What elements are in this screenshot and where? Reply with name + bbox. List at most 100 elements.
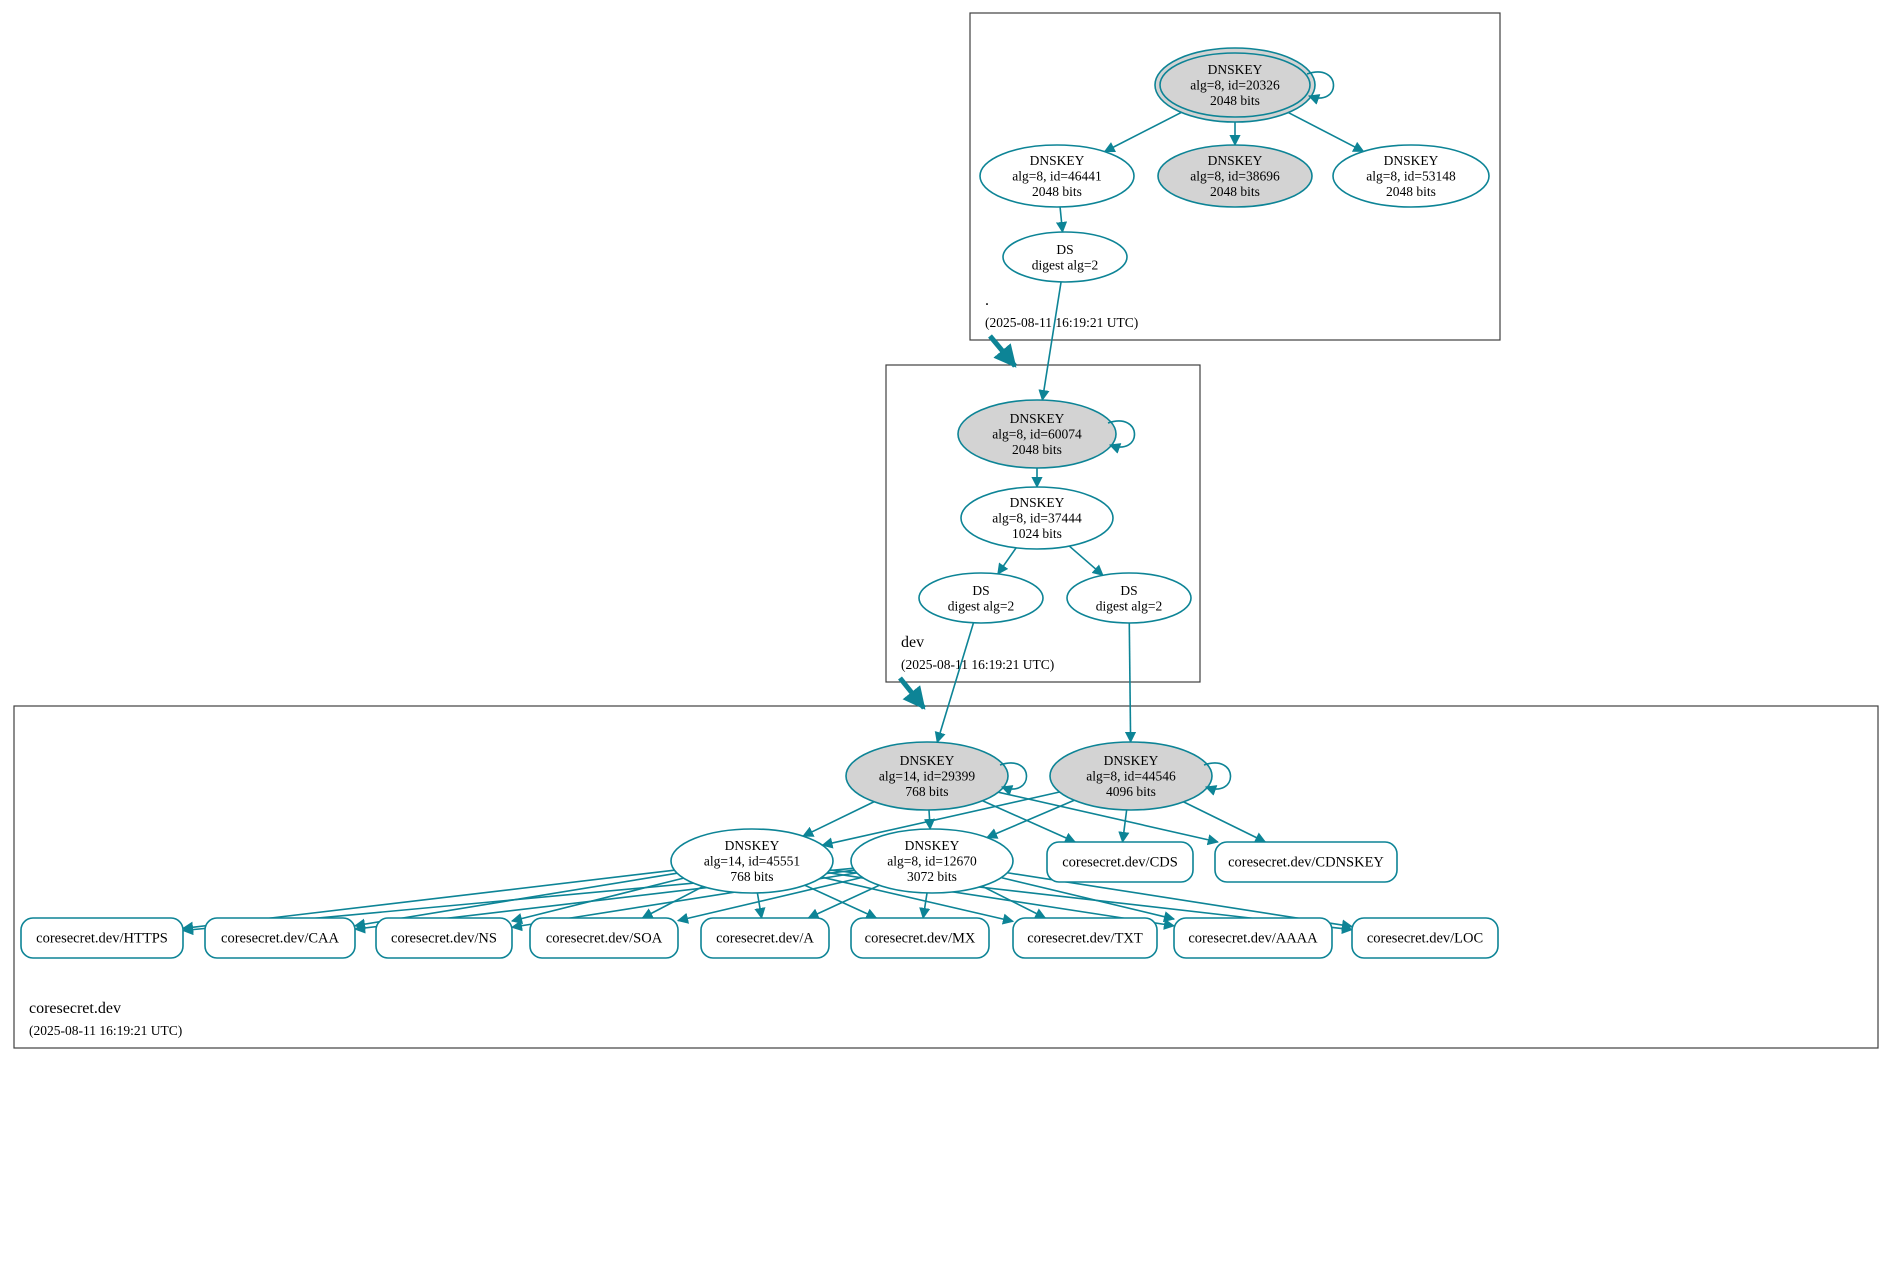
self-signature-loop	[1203, 762, 1232, 796]
node-label-line: alg=14, id=45551	[704, 854, 800, 869]
node-label-line: DNSKEY	[1030, 153, 1085, 168]
node-label-line: coresecret.dev/SOA	[546, 931, 663, 947]
node-label-line: alg=8, id=38696	[1190, 169, 1280, 184]
node-label-line: coresecret.dev/CDNSKEY	[1228, 855, 1384, 871]
node-label-line: 4096 bits	[1106, 784, 1156, 799]
node-ellipse-inner	[1159, 52, 1311, 118]
node-label-line: alg=8, id=37444	[992, 511, 1082, 526]
node-ellipse	[670, 828, 834, 894]
edge-cs-zsk-45551-to-rrset-a	[754, 892, 766, 920]
node-label-line: alg=8, id=60074	[992, 427, 1082, 442]
edge-cs-zsk-12670-to-rrset-mx	[919, 892, 931, 920]
zone-box-root	[969, 12, 1501, 341]
edge-cs-ksk-29399-to-cs-zsk-45551	[802, 801, 875, 837]
node-label-line: DNSKEY	[1208, 153, 1263, 168]
rrset-box	[204, 917, 356, 959]
edge-root-ksk-20326-to-root-dnskey-53148	[1287, 111, 1365, 153]
node-label-line: coresecret.dev/TXT	[1027, 931, 1143, 947]
self-signature-loop	[1306, 71, 1335, 105]
node-label-line: coresecret.dev/HTTPS	[36, 931, 168, 947]
node-label-line: DNSKEY	[1010, 411, 1065, 426]
zone-label-dev: dev	[901, 634, 924, 651]
node-label-line: 2048 bits	[1386, 184, 1436, 199]
node-label-line: alg=14, id=29399	[879, 769, 975, 784]
edge-dev-ds-2-to-cs-ksk-44546	[1124, 622, 1137, 744]
node-label-line: coresecret.dev/MX	[865, 931, 976, 947]
node-label-line: 768 bits	[730, 869, 773, 884]
rrset-box	[20, 917, 184, 959]
edge-cs-ksk-29399-to-rrset-cdnskey	[998, 791, 1219, 846]
node-label-line: 2048 bits	[1032, 184, 1082, 199]
node-label-line: coresecret.dev/A	[716, 931, 814, 947]
edge-root-ksk-20326-to-root-zsk-46441	[1103, 111, 1182, 153]
node-label-line: 2048 bits	[1012, 442, 1062, 457]
edge-cs-zsk-12670-to-rrset-soa	[676, 876, 863, 924]
node-label-line: alg=8, id=20326	[1190, 78, 1280, 93]
edge-cs-zsk-45551-to-rrset-ns	[510, 877, 684, 924]
node-label-line: coresecret.dev/NS	[391, 931, 497, 947]
zone-timestamp-coresecret-dev: (2025-08-11 16:19:21 UTC)	[29, 1023, 182, 1038]
rrset-soa-node: coresecret.dev/SOA	[529, 917, 679, 959]
rrset-box	[375, 917, 513, 959]
rrset-box	[700, 917, 830, 959]
node-label-line: DNSKEY	[725, 838, 780, 853]
rrset-aaaa-node: coresecret.dev/AAAA	[1173, 917, 1333, 959]
node-ellipse	[979, 144, 1135, 208]
node-ellipse	[845, 741, 1009, 811]
node-ellipse	[1157, 144, 1313, 208]
self-signature-loop	[1107, 420, 1136, 454]
rrset-txt-node: coresecret.dev/TXT	[1012, 917, 1158, 959]
edge-dev-ds-1-to-cs-ksk-29399	[934, 622, 975, 744]
zone-box-coresecret-dev	[13, 705, 1879, 1049]
node-label-line: DS	[1120, 583, 1137, 598]
zone-box-dev	[885, 364, 1201, 683]
node-label-line: coresecret.dev/AAAA	[1188, 931, 1318, 947]
rrset-https-node: coresecret.dev/HTTPS	[20, 917, 184, 959]
node-label-line: 1024 bits	[1012, 526, 1062, 541]
edge-dev-zsk-37444-to-dev-ds-2	[1068, 545, 1104, 577]
node-label-line: DS	[1056, 242, 1073, 257]
edge-dev-zsk-37444-to-dev-ds-1	[997, 547, 1017, 575]
zone-timestamp-dev: (2025-08-11 16:19:21 UTC)	[901, 657, 1054, 672]
node-label-line: DNSKEY	[1208, 62, 1263, 77]
node-label-line: DNSKEY	[1010, 495, 1065, 510]
rrset-a-node: coresecret.dev/A	[700, 917, 830, 959]
edge-cs-ksk-44546-to-rrset-cds	[1118, 809, 1130, 844]
node-label-line: 2048 bits	[1210, 93, 1260, 108]
zone-label-coresecret-dev: coresecret.dev	[29, 1000, 121, 1017]
node-label-line: digest alg=2	[948, 598, 1014, 613]
edge-cs-ksk-44546-to-rrset-cdnskey	[1183, 801, 1267, 843]
edge-cs-zsk-45551-to-rrset-mx	[804, 884, 878, 919]
node-label-line: DNSKEY	[900, 753, 955, 768]
node-label-line: 3072 bits	[907, 869, 957, 884]
node-label-line: alg=8, id=12670	[887, 854, 977, 869]
node-ellipse	[1002, 231, 1128, 283]
node-ellipse	[918, 572, 1044, 624]
rrset-cdnskey-node: coresecret.dev/CDNSKEY	[1214, 841, 1398, 883]
rrset-box	[1351, 917, 1499, 959]
node-ellipse	[1049, 741, 1213, 811]
node-label-line: alg=8, id=53148	[1366, 169, 1456, 184]
delegation-dev-to-coresecret	[898, 676, 926, 710]
node-label-line: 2048 bits	[1210, 184, 1260, 199]
rrset-loc-node: coresecret.dev/LOC	[1351, 917, 1499, 959]
edge-cs-ksk-29399-to-cs-zsk-12670	[923, 809, 936, 831]
node-label-line: digest alg=2	[1096, 598, 1162, 613]
rrset-box	[1214, 841, 1398, 883]
rrset-box	[1046, 841, 1194, 883]
node-ellipse	[960, 486, 1114, 550]
rrset-cds-node: coresecret.dev/CDS	[1046, 841, 1194, 883]
edge-root-ds-to-dev-ksk-60074	[1038, 281, 1062, 402]
node-label-line: DS	[972, 583, 989, 598]
